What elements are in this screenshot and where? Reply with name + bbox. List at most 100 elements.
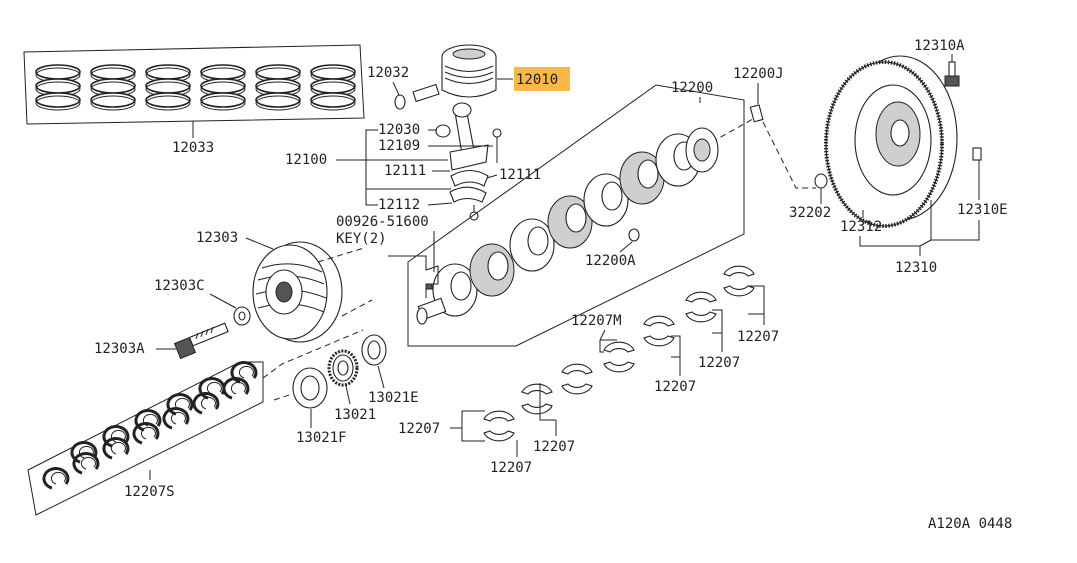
- label-13021e[interactable]: 13021E: [368, 390, 419, 406]
- pilot-bushing[interactable]: [628, 228, 640, 242]
- label-12310a[interactable]: 12310A: [914, 38, 965, 54]
- piston-ring-edge: [200, 95, 246, 111]
- label-12207-d[interactable]: 12207: [398, 421, 440, 437]
- crank-journal: [487, 251, 509, 281]
- piston-ring: [90, 78, 136, 94]
- bearing-shell: [134, 409, 162, 432]
- crank-sprocket[interactable]: [327, 349, 359, 387]
- bearing-shell: [72, 452, 100, 475]
- label-12033[interactable]: 12033: [172, 140, 214, 156]
- label-12207-e[interactable]: 12207: [490, 460, 532, 476]
- label-13021[interactable]: 13021: [334, 407, 376, 423]
- label-32202[interactable]: 32202: [789, 205, 831, 221]
- piston-ring: [255, 78, 301, 94]
- label-12303a[interactable]: 12303A: [94, 341, 145, 357]
- piston-ring-edge: [310, 95, 356, 111]
- bearing-shell: [222, 377, 250, 400]
- piston-ring-edge: [35, 95, 81, 111]
- label-12207-b[interactable]: 12207: [698, 355, 740, 371]
- highlight-12010: [514, 67, 570, 91]
- piston-ring: [310, 92, 356, 108]
- bearing-shell-inner: [78, 445, 94, 459]
- crank-journal: [637, 159, 659, 189]
- label-12200[interactable]: 12200: [671, 80, 713, 96]
- main-bearing-lower: [483, 430, 515, 442]
- label-00926-51600[interactable]: 00926-51600: [336, 214, 429, 230]
- label-12207s[interactable]: 12207S: [124, 484, 175, 500]
- bearing-shell-inner: [110, 429, 126, 443]
- label-12030[interactable]: 12030: [378, 122, 420, 138]
- label-12032[interactable]: 12032: [367, 65, 409, 81]
- main-bearing-upper: [643, 315, 675, 327]
- piston-ring: [90, 64, 136, 80]
- bearing-shell-inner: [80, 456, 96, 470]
- piston-ring: [310, 64, 356, 80]
- label-12200j[interactable]: 12200J: [733, 66, 784, 82]
- crank-pulley[interactable]: [252, 241, 343, 343]
- label-12303[interactable]: 12303: [196, 230, 238, 246]
- piston-ring: [200, 64, 246, 80]
- bearing-shell-inner: [140, 426, 156, 440]
- label-12207-a[interactable]: 12207: [737, 329, 779, 345]
- piston[interactable]: [441, 44, 497, 98]
- pilot-bearing-32202[interactable]: [814, 173, 828, 189]
- label-12010[interactable]: 12010: [516, 72, 558, 88]
- label-12111-right[interactable]: 12111: [499, 167, 541, 183]
- label-12112[interactable]: 12112: [378, 197, 420, 213]
- bearing-shell: [132, 422, 160, 445]
- piston-ring: [310, 78, 356, 94]
- bearing-shell-inner: [110, 441, 126, 455]
- bearing-shell-inner: [200, 396, 216, 410]
- bearing-shell: [162, 407, 190, 430]
- bearing-shell: [198, 377, 226, 400]
- label-12111-left[interactable]: 12111: [384, 163, 426, 179]
- piston-ring: [35, 78, 81, 94]
- piston-ring-set[interactable]: [23, 44, 365, 138]
- bearing-set-panel[interactable]: [27, 361, 264, 516]
- pulley-bolt[interactable]: [173, 322, 229, 360]
- oil-thrower-13021f[interactable]: [292, 367, 328, 409]
- flywheel-dowel[interactable]: [972, 147, 982, 161]
- label-12310e[interactable]: 12310E: [957, 202, 1008, 218]
- label-13021f[interactable]: 13021F: [296, 430, 347, 446]
- bearing-shell-inner: [50, 471, 66, 485]
- piston-ring-edge: [145, 95, 191, 111]
- crank-flange-center: [693, 138, 711, 162]
- label-key[interactable]: KEY(2): [336, 231, 387, 247]
- piston-pin[interactable]: [394, 83, 440, 110]
- dowel-pin-12200j[interactable]: [749, 104, 764, 123]
- piston-ring: [90, 92, 136, 108]
- bearing-shell-inner: [174, 397, 190, 411]
- label-12200a[interactable]: 12200A: [585, 253, 636, 269]
- piston-ring: [145, 64, 191, 80]
- connecting-rod[interactable]: [435, 102, 502, 221]
- label-12109[interactable]: 12109: [378, 138, 420, 154]
- label-12310[interactable]: 12310: [895, 260, 937, 276]
- label-12207-c[interactable]: 12207: [654, 379, 696, 395]
- label-12207m[interactable]: 12207M: [571, 313, 622, 329]
- piston-ring: [145, 92, 191, 108]
- sprocket-washer-13021e[interactable]: [361, 334, 387, 366]
- piston-ring: [255, 92, 301, 108]
- bearing-shell-inner: [238, 365, 254, 379]
- flywheel-bolt[interactable]: [944, 61, 960, 87]
- piston-ring-edge: [255, 95, 301, 111]
- label-12100[interactable]: 12100: [285, 152, 327, 168]
- main-bearings[interactable]: [483, 265, 755, 442]
- label-12207-f[interactable]: 12207: [533, 439, 575, 455]
- main-bearing-upper: [561, 363, 593, 375]
- pulley-washer[interactable]: [233, 306, 251, 326]
- diagram-code: A120A 0448: [928, 516, 1012, 532]
- flywheel[interactable]: [824, 55, 958, 228]
- bearing-shell-inner: [230, 381, 246, 395]
- crank-journal: [601, 181, 623, 211]
- bearing-shell-inner: [142, 413, 158, 427]
- main-bearing-lower: [603, 361, 635, 373]
- label-12303c[interactable]: 12303C: [154, 278, 205, 294]
- crank-journal: [565, 203, 587, 233]
- piston-ring-edge: [90, 95, 136, 111]
- label-12312[interactable]: 12312: [840, 219, 882, 235]
- crankshaft[interactable]: [416, 127, 719, 325]
- crank-journal: [450, 271, 472, 301]
